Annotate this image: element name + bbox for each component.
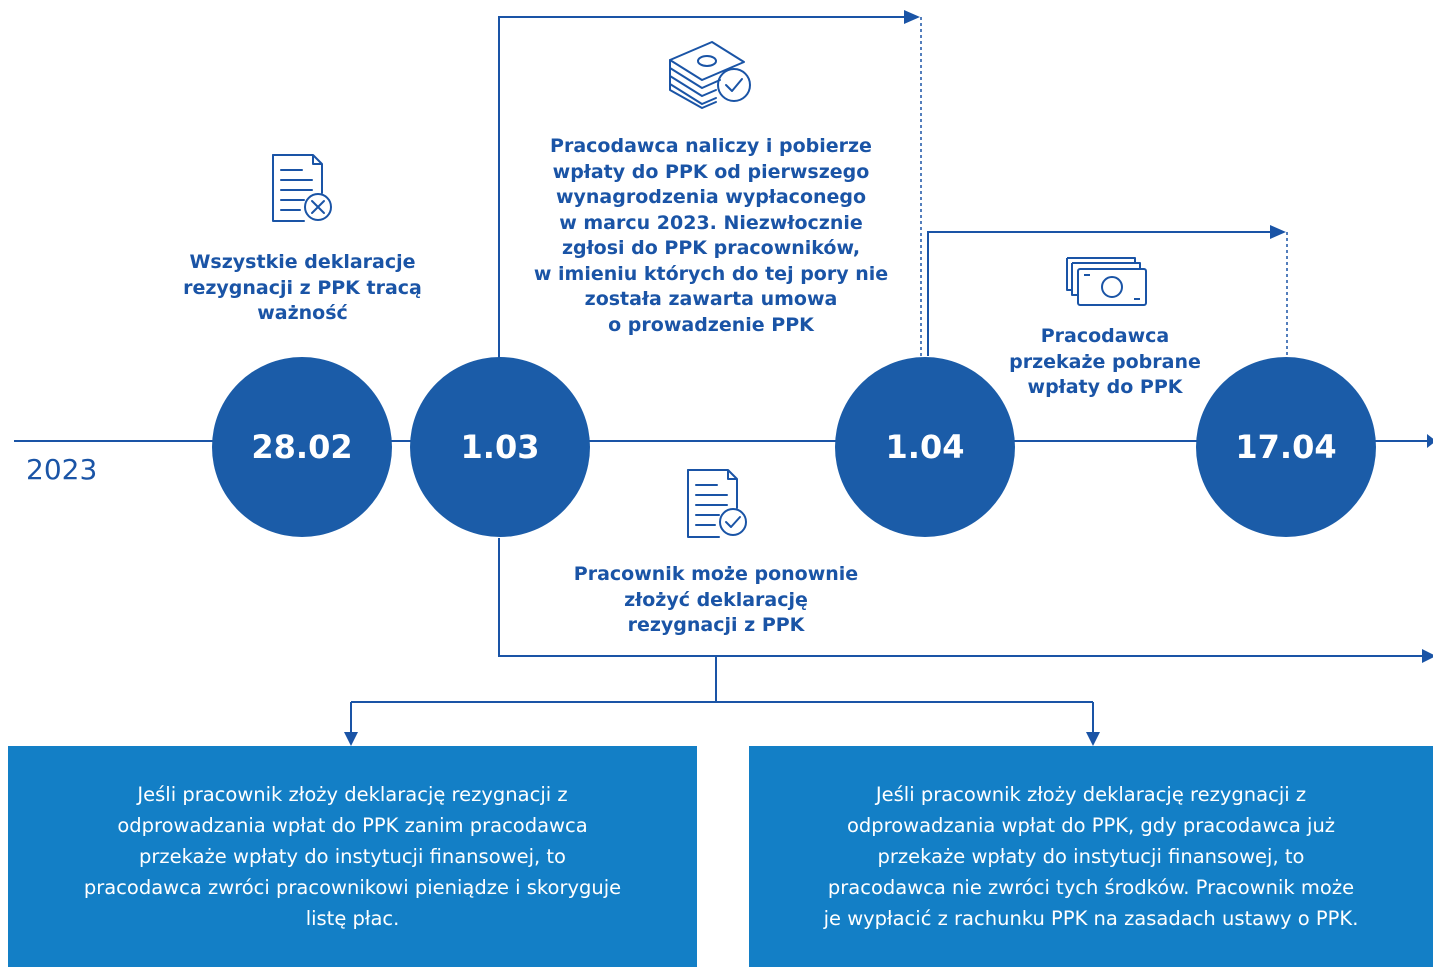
event-text-line: wpłaty do PPK od pierwszego	[552, 160, 870, 183]
milestone-circle-1704	[1196, 357, 1376, 537]
money-stack-check-icon	[669, 41, 751, 109]
event-text-line: rezygnacji z PPK	[627, 614, 805, 636]
outcome-text: Jeśli pracownik złoży deklarację rezygna…	[824, 779, 1359, 934]
outcome-text-line: je wypłacić z rachunku PPK na zasadach u…	[823, 907, 1359, 930]
bracket-resignation-period	[498, 538, 1424, 657]
milestone-date-0104: 1.04	[885, 428, 965, 466]
outcome-text-line: przekaże wpłaty do instytucji finansowej…	[877, 845, 1305, 868]
bracket-transfer-arrowhead	[1270, 225, 1286, 239]
outcome-box-before-transfer: Jeśli pracownik złoży deklarację rezygna…	[8, 746, 697, 967]
outcome-text-line: Jeśli pracownik złoży deklarację rezygna…	[875, 783, 1307, 806]
event-text-line: Pracownik może ponownie	[573, 563, 859, 585]
event-text-line: rezygnacji z PPK tracą	[183, 276, 422, 299]
milestone-date-0103: 1.03	[460, 428, 540, 466]
document-check-icon	[687, 469, 747, 538]
event-employer-transfers: Pracodawca przekaże pobrane wpłaty do PP…	[985, 324, 1225, 401]
event-employer-collects: Pracodawca naliczy i pobierze wpłaty do …	[520, 134, 902, 338]
milestone-circle-0103	[410, 357, 590, 537]
event-text-line: złożyć deklarację	[624, 588, 808, 611]
bracket-resignation-arrowhead	[1422, 649, 1433, 663]
event-text-line: Wszystkie deklaracje	[189, 251, 416, 273]
event-text-line: Pracodawca naliczy i pobierze	[550, 135, 872, 157]
milestone-date-2802: 28.02	[251, 428, 353, 466]
outcome-text-line: Jeśli pracownik złoży deklarację rezygna…	[137, 783, 568, 806]
outcome-text-line: listę płac.	[305, 907, 400, 930]
milestone-circle-2802	[212, 357, 392, 537]
bracket-collection-arrowhead	[904, 10, 920, 24]
event-text-line: ważność	[257, 302, 348, 324]
event-text-line: w marcu 2023. Niezwłocznie	[559, 211, 863, 234]
event-text-line: o prowadzenie PPK	[608, 313, 814, 336]
outcome-box-after-transfer: Jeśli pracownik złoży deklarację rezygna…	[749, 746, 1433, 967]
milestone-date-1704: 17.04	[1235, 428, 1337, 466]
timeline-arrowhead	[1427, 434, 1433, 448]
outcome-text-line: odprowadzania wpłat do PPK zanim pracoda…	[117, 814, 588, 837]
milestone-circle-0104	[835, 357, 1015, 537]
outcome-text-line: pracodawca zwróci pracownikowi pieniądze…	[83, 876, 622, 899]
banknotes-icon	[1066, 257, 1147, 306]
bracket-transfer-period	[927, 231, 1272, 356]
event-declarations-expire: Wszystkie deklaracje rezygnacji z PPK tr…	[160, 250, 445, 327]
event-text-line: przekaże pobrane	[1009, 350, 1201, 373]
split-right-arrowhead	[1086, 732, 1100, 746]
event-employee-resign: Pracownik może ponownie złożyć deklaracj…	[560, 562, 872, 639]
event-text-line: wynagrodzenia wypłaconego	[555, 186, 867, 208]
event-text-line: w imieniu których do tej pory nie	[533, 262, 889, 285]
event-text-line: została zawarta umowa	[584, 288, 838, 310]
outcome-text-line: odprowadzania wpłat do PPK, gdy pracodaw…	[846, 814, 1336, 837]
document-cancel-icon	[272, 154, 332, 222]
event-text-line: Pracodawca	[1040, 325, 1170, 347]
split-left-arrowhead	[344, 732, 358, 746]
event-text-line: zgłosi do PPK pracowników,	[561, 237, 861, 259]
outcome-text: Jeśli pracownik złoży deklarację rezygna…	[84, 779, 621, 934]
bracket-collection-period	[498, 16, 906, 360]
outcome-text-line: pracodawca nie zwróci tych środków. Prac…	[827, 876, 1355, 899]
event-text-line: wpłaty do PPK	[1027, 376, 1183, 398]
outcome-text-line: przekaże wpłaty do instytucji finansowej…	[139, 845, 566, 868]
year-label: 2023	[26, 453, 98, 486]
